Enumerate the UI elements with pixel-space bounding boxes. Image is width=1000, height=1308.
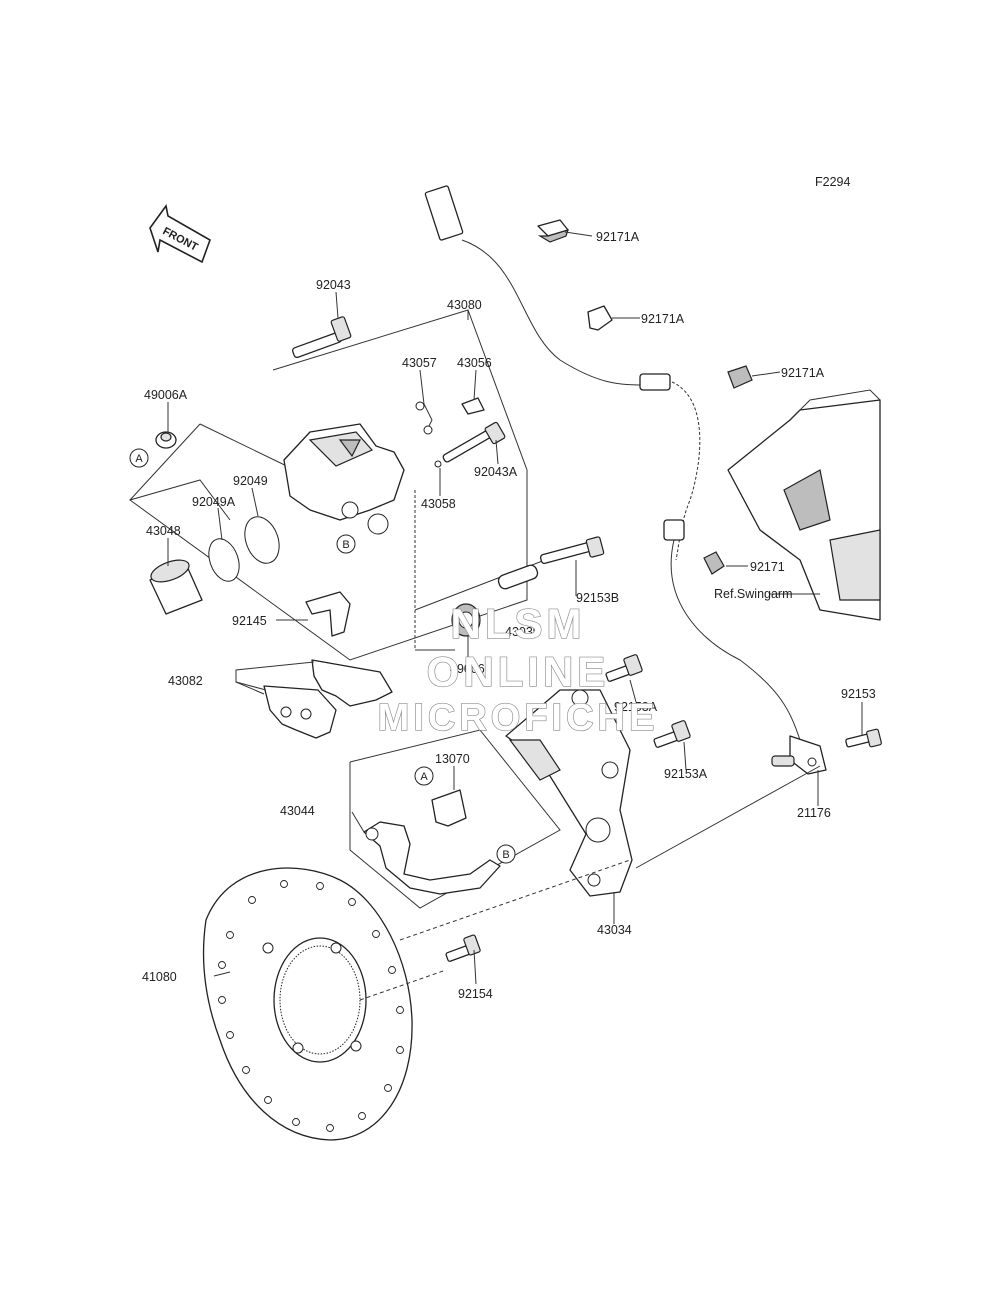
label-43044: 43044 [280, 804, 315, 818]
label-43080: 43080 [447, 298, 482, 312]
label-41080: 41080 [142, 970, 177, 984]
label-ref-swingarm: Ref.Swingarm [714, 587, 793, 601]
watermark-line-1: NLSM [451, 600, 586, 647]
label-92043: 92043 [316, 278, 351, 292]
guide-13070 [431, 789, 467, 827]
label-21176: 21176 [797, 806, 831, 820]
label-92049a: 92049A [192, 495, 236, 509]
brake-pads-43082 [263, 659, 393, 739]
svg-text:A: A [135, 453, 143, 465]
pin-92043 [291, 316, 352, 359]
label-43082: 43082 [168, 674, 203, 688]
bolt-92154 [445, 934, 481, 962]
label-92154: 92154 [458, 987, 493, 1001]
label-43048: 43048 [146, 524, 181, 538]
label-43057: 43057 [402, 356, 437, 370]
label-92171a-1: 92171A [596, 230, 640, 244]
boot-49006 [451, 603, 481, 637]
ref-marker-a-2: A [414, 766, 434, 786]
label-92145: 92145 [232, 614, 267, 628]
sleeve-43039 [497, 564, 539, 590]
speed-sensor-21176 [771, 735, 827, 775]
label-49006: 49006 [450, 662, 485, 676]
part-labels: 92171A 92171A 92171A 92043 43080 43057 4… [142, 230, 876, 1001]
label-43056: 43056 [457, 356, 492, 370]
svg-text:B: B [502, 849, 509, 861]
caliper-body [283, 423, 405, 535]
piston-43048 [149, 559, 203, 615]
label-13070: 13070 [435, 752, 470, 766]
brake-disc-41080 [202, 867, 413, 1141]
clamp-92171 [703, 551, 725, 575]
bolt-92153a-1 [605, 654, 643, 682]
label-43039: 43039 [505, 625, 540, 639]
leader-lines [167, 231, 863, 1001]
label-92171a-3: 92171A [781, 366, 825, 380]
label-92153a-2: 92153A [664, 767, 708, 781]
label-92153a-1: 92153A [614, 700, 658, 714]
clip-92171a-1 [537, 219, 569, 243]
svg-text:A: A [420, 771, 428, 783]
bush-43058 [434, 460, 442, 468]
pad-spring-92145 [305, 591, 351, 637]
label-92153: 92153 [841, 687, 876, 701]
clip-92171a-2 [587, 305, 613, 331]
label-92049: 92049 [233, 474, 268, 488]
watermark-line-2: ONLINE [427, 648, 610, 695]
label-49006a: 49006A [144, 388, 188, 402]
label-92043a: 92043A [474, 465, 518, 479]
watermark-line-3: MICROFICHE [378, 697, 659, 739]
front-arrow-icon: FRONT [149, 204, 211, 264]
label-43034: 43034 [597, 923, 632, 937]
spring-43057 [415, 401, 433, 435]
ref-marker-b-1: B [336, 534, 356, 554]
ref-marker-a-1: A [129, 448, 149, 468]
bolt-92153b [539, 536, 605, 565]
bleeder-43056 [461, 397, 485, 415]
swingarm [727, 389, 881, 621]
caliper-holder-43044 [363, 821, 501, 895]
seal-92049 [244, 516, 280, 564]
seal-92049a [208, 538, 240, 582]
bolt-92153a-2 [653, 720, 691, 748]
cap-49006a [155, 431, 177, 449]
clip-92171a-3 [727, 365, 753, 389]
label-92171: 92171 [750, 560, 785, 574]
label-43058: 43058 [421, 497, 456, 511]
pin-92043a [442, 421, 506, 463]
abs-sensor-cable [424, 185, 801, 741]
label-92153b: 92153B [576, 591, 619, 605]
watermark: NLSM ONLINE MICROFICHE [377, 599, 659, 739]
figure-code: F2294 [815, 175, 850, 189]
ref-marker-b-2: B [496, 844, 516, 864]
svg-text:B: B [342, 539, 349, 551]
bolt-92153 [845, 728, 882, 748]
bracket-43034 [505, 689, 633, 897]
label-92171a-2: 92171A [641, 312, 685, 326]
